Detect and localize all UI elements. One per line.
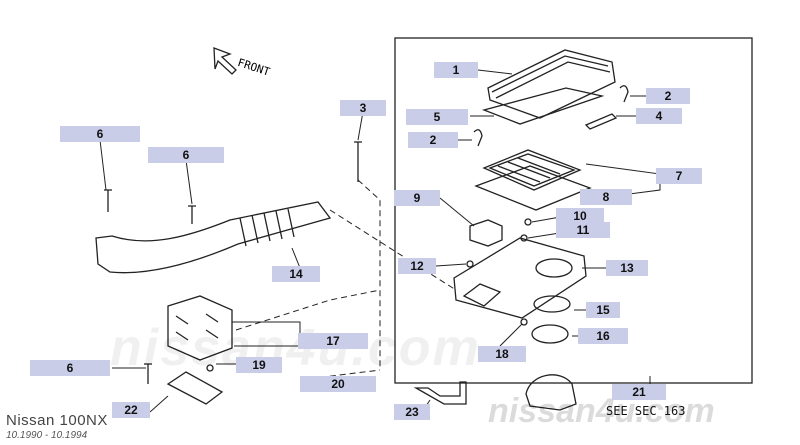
watermark-large: nissan4u.com bbox=[110, 319, 481, 377]
callout-15[interactable]: 15 bbox=[586, 302, 620, 318]
callout-23[interactable]: 23 bbox=[394, 404, 430, 420]
watermark-small: nissan4u.com bbox=[488, 392, 715, 430]
callout-1[interactable]: 1 bbox=[434, 62, 478, 78]
callout-22[interactable]: 22 bbox=[112, 402, 150, 418]
callout-5[interactable]: 5 bbox=[406, 109, 468, 125]
callout-2-upper[interactable]: 2 bbox=[646, 88, 690, 104]
footer-dates: 10.1990 - 10.1994 bbox=[6, 430, 88, 441]
seal-strip bbox=[584, 113, 618, 130]
footer-model: Nissan 100NX bbox=[6, 412, 108, 429]
callout-6-lower[interactable]: 6 bbox=[30, 360, 110, 376]
gasket bbox=[481, 87, 605, 125]
fastener-10 bbox=[524, 218, 532, 226]
callout-6-left[interactable]: 6 bbox=[60, 126, 140, 142]
clip-upper bbox=[619, 85, 629, 103]
fastener-19 bbox=[206, 364, 214, 372]
see-section-note: SEE SEC 163 bbox=[606, 404, 686, 418]
front-arrow-icon bbox=[213, 47, 237, 75]
filter-frame bbox=[474, 165, 592, 211]
ring-15 bbox=[533, 295, 571, 313]
callout-16[interactable]: 16 bbox=[578, 328, 628, 344]
callout-13[interactable]: 13 bbox=[606, 260, 648, 276]
cleaner-cover bbox=[487, 49, 616, 119]
fastener-12 bbox=[466, 260, 474, 268]
callout-10[interactable]: 10 bbox=[556, 208, 604, 224]
lower-case bbox=[453, 237, 587, 319]
callout-14[interactable]: 14 bbox=[272, 266, 320, 282]
resonator bbox=[167, 295, 233, 361]
callout-6-mid[interactable]: 6 bbox=[148, 147, 224, 163]
bracket-plate bbox=[166, 371, 224, 405]
callout-21[interactable]: 21 bbox=[612, 384, 666, 400]
bolt-6c bbox=[144, 363, 152, 384]
callout-20[interactable]: 20 bbox=[300, 376, 376, 392]
callout-11[interactable]: 11 bbox=[556, 222, 610, 238]
assembly-frame bbox=[394, 37, 753, 384]
callout-8[interactable]: 8 bbox=[580, 189, 632, 205]
foam-block bbox=[469, 219, 503, 247]
callout-17[interactable]: 17 bbox=[298, 333, 368, 349]
duct-bellows bbox=[239, 208, 295, 247]
callout-12[interactable]: 12 bbox=[398, 258, 436, 274]
bolt-6a bbox=[104, 189, 112, 212]
cover-ribs bbox=[491, 55, 611, 99]
callout-2-lower[interactable]: 2 bbox=[408, 132, 458, 148]
resonator-ribs bbox=[175, 313, 219, 341]
fastener-11 bbox=[520, 234, 528, 242]
callout-9[interactable]: 9 bbox=[394, 190, 440, 206]
callout-7[interactable]: 7 bbox=[656, 168, 702, 184]
bolt-6b bbox=[188, 205, 196, 224]
fastener-18 bbox=[520, 318, 528, 326]
callout-19[interactable]: 19 bbox=[236, 357, 282, 373]
filter-pleats bbox=[488, 153, 576, 187]
bolt-3 bbox=[354, 141, 362, 182]
callout-18[interactable]: 18 bbox=[478, 346, 526, 362]
case-inlet bbox=[462, 283, 502, 307]
clip-lower bbox=[473, 129, 483, 147]
section-reference-sketch bbox=[525, 374, 577, 411]
case-outlet bbox=[535, 258, 573, 278]
intake-duct bbox=[95, 201, 332, 274]
callout-3[interactable]: 3 bbox=[340, 100, 386, 116]
filter-element bbox=[482, 149, 582, 191]
callout-4[interactable]: 4 bbox=[636, 108, 682, 124]
bracket-23 bbox=[413, 381, 467, 405]
ring-16 bbox=[531, 324, 569, 344]
